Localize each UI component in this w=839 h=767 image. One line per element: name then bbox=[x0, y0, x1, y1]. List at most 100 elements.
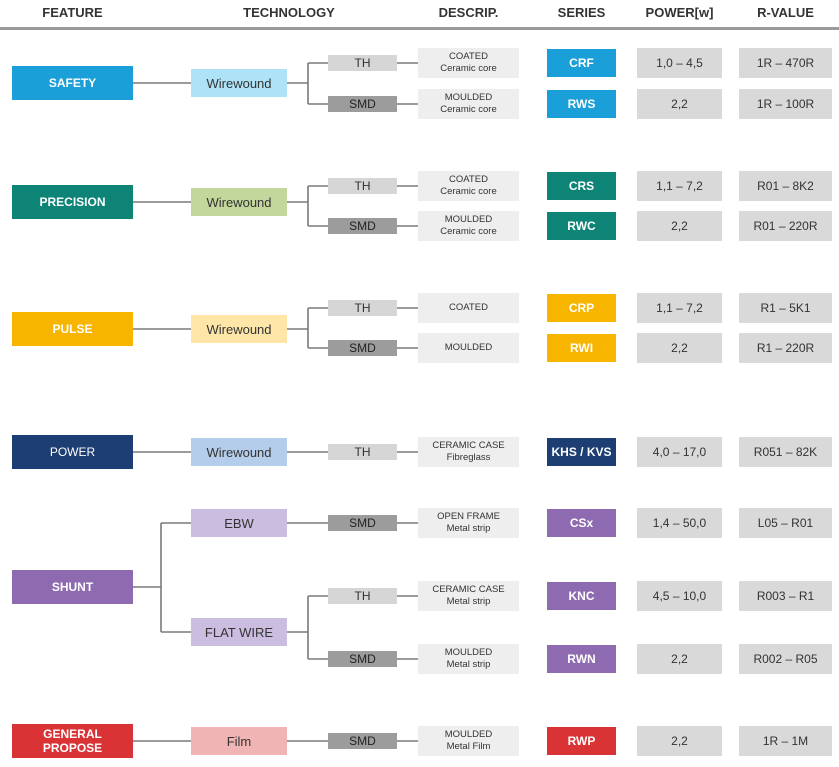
mount-type-label: SMD bbox=[349, 652, 376, 666]
technology-box: FLAT WIRE bbox=[191, 618, 287, 646]
mount-type-label: SMD bbox=[349, 734, 376, 748]
technology-label: Wirewound bbox=[206, 75, 272, 91]
power-range-value: 4,5 – 10,0 bbox=[652, 589, 707, 603]
series-label: RWN bbox=[567, 652, 596, 666]
r-value-range-value: R002 – R05 bbox=[753, 652, 818, 666]
power-range-cell: 2,2 bbox=[637, 644, 722, 674]
description-line-2: Metal Film bbox=[446, 741, 491, 752]
mount-type-label: SMD bbox=[349, 516, 376, 530]
technology-box: Wirewound bbox=[191, 315, 287, 343]
mount-type-badge: SMD bbox=[328, 96, 397, 112]
mount-type-badge: TH bbox=[328, 588, 397, 604]
description-line-1: COATED bbox=[449, 51, 488, 62]
r-value-range-cell: R002 – R05 bbox=[739, 644, 832, 674]
series-badge[interactable]: CRF bbox=[547, 49, 616, 77]
mount-type-badge: TH bbox=[328, 444, 397, 460]
power-range-value: 2,2 bbox=[671, 97, 688, 111]
feature-label: SAFETY bbox=[48, 76, 97, 90]
technology-label: Film bbox=[226, 733, 252, 749]
description-line-1: CERAMIC CASE bbox=[432, 584, 505, 595]
series-label: CRF bbox=[569, 56, 594, 70]
technology-label: FLAT WIRE bbox=[204, 624, 274, 640]
r-value-range-value: 1R – 1M bbox=[762, 734, 809, 748]
r-value-range-cell: R1 – 220R bbox=[739, 333, 832, 363]
r-value-range-value: 1R – 100R bbox=[756, 97, 815, 111]
technology-label: Wirewound bbox=[206, 321, 272, 337]
mount-type-badge: TH bbox=[328, 55, 397, 71]
r-value-range-value: R1 – 5K1 bbox=[760, 301, 811, 315]
technology-box: Wirewound bbox=[191, 188, 287, 216]
series-label: KNC bbox=[568, 589, 595, 603]
series-label: RWP bbox=[567, 734, 596, 748]
series-badge[interactable]: RWC bbox=[547, 212, 616, 240]
series-badge[interactable]: RWP bbox=[547, 727, 616, 755]
header-description: DESCRIP. bbox=[438, 5, 499, 20]
mount-type-label: TH bbox=[354, 56, 371, 70]
power-range-cell: 1,1 – 7,2 bbox=[637, 293, 722, 323]
power-range-value: 1,1 – 7,2 bbox=[656, 301, 703, 315]
r-value-range-value: R01 – 8K2 bbox=[757, 179, 814, 193]
power-range-cell: 1,0 – 4,5 bbox=[637, 48, 722, 78]
series-badge[interactable]: KNC bbox=[547, 582, 616, 610]
mount-type-badge: TH bbox=[328, 178, 397, 194]
r-value-range-cell: 1R – 100R bbox=[739, 89, 832, 119]
mount-type-label: SMD bbox=[349, 97, 376, 111]
mount-type-badge: SMD bbox=[328, 218, 397, 234]
feature-label: PULSE bbox=[52, 322, 93, 336]
description-line-1: MOULDED bbox=[444, 729, 493, 740]
series-label: RWI bbox=[569, 341, 594, 355]
description-line-2: Metal strip bbox=[446, 523, 491, 534]
r-value-range-value: R1 – 220R bbox=[756, 341, 815, 355]
technology-box: Film bbox=[191, 727, 287, 755]
feature-label: PRECISION bbox=[39, 195, 106, 209]
header-divider bbox=[0, 27, 839, 30]
description-line-2: Metal strip bbox=[446, 596, 491, 607]
r-value-range-value: R003 – R1 bbox=[756, 589, 815, 603]
power-range-value: 2,2 bbox=[671, 341, 688, 355]
power-range-value: 4,0 – 17,0 bbox=[652, 445, 707, 459]
r-value-range-value: 1R – 470R bbox=[756, 56, 815, 70]
r-value-range-cell: L05 – R01 bbox=[739, 508, 832, 538]
power-range-cell: 4,5 – 10,0 bbox=[637, 581, 722, 611]
feature-box: POWER bbox=[12, 435, 133, 469]
description-line-1: COATED bbox=[449, 302, 488, 313]
description-line-2: Ceramic core bbox=[440, 226, 497, 237]
series-badge[interactable]: CSx bbox=[547, 509, 616, 537]
series-label: CRS bbox=[568, 179, 595, 193]
description-line-1: MOULDED bbox=[444, 342, 493, 353]
technology-label: Wirewound bbox=[206, 444, 272, 460]
power-range-value: 2,2 bbox=[671, 219, 688, 233]
series-badge[interactable]: RWI bbox=[547, 334, 616, 362]
r-value-range-value: R01 – 220R bbox=[753, 219, 818, 233]
feature-box: SHUNT bbox=[12, 570, 133, 604]
mount-type-label: SMD bbox=[349, 341, 376, 355]
r-value-range-cell: R051 – 82K bbox=[739, 437, 832, 467]
mount-type-badge: SMD bbox=[328, 515, 397, 531]
power-range-cell: 1,1 – 7,2 bbox=[637, 171, 722, 201]
series-badge[interactable]: CRP bbox=[547, 294, 616, 322]
description-line-1: MOULDED bbox=[444, 647, 493, 658]
series-badge[interactable]: CRS bbox=[547, 172, 616, 200]
r-value-range-value: R051 – 82K bbox=[753, 445, 818, 459]
technology-box: EBW bbox=[191, 509, 287, 537]
description-line-1: OPEN FRAME bbox=[437, 511, 500, 522]
description-line-1: COATED bbox=[449, 174, 488, 185]
mount-type-label: TH bbox=[354, 301, 371, 315]
series-badge[interactable]: RWS bbox=[547, 90, 616, 118]
power-range-value: 1,4 – 50,0 bbox=[652, 516, 707, 530]
feature-box: PRECISION bbox=[12, 185, 133, 219]
series-label: RWC bbox=[567, 219, 596, 233]
series-badge[interactable]: KHS / KVS bbox=[547, 438, 616, 466]
mount-type-label: TH bbox=[354, 589, 371, 603]
description-box: COATED bbox=[418, 293, 519, 323]
series-badge[interactable]: RWN bbox=[547, 645, 616, 673]
mount-type-badge: SMD bbox=[328, 733, 397, 749]
power-range-value: 2,2 bbox=[671, 652, 688, 666]
power-range-cell: 4,0 – 17,0 bbox=[637, 437, 722, 467]
